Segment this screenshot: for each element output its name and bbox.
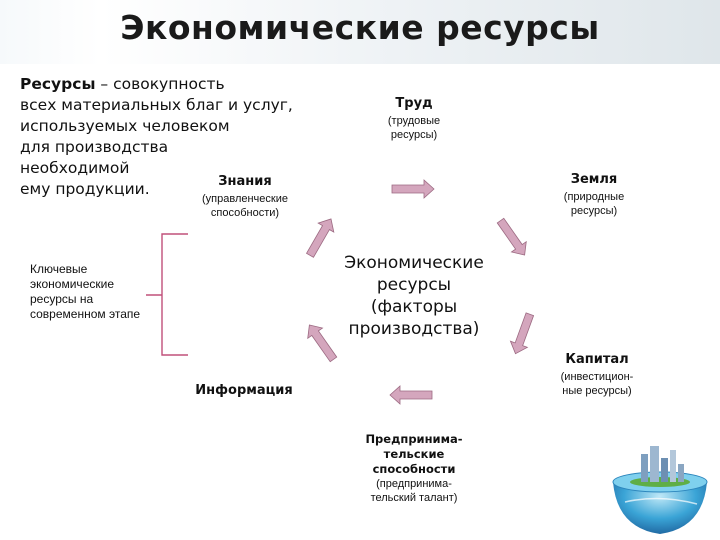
node-title-line: Предпринима- bbox=[365, 432, 463, 446]
node-subtitle: (инвестицион- ные ресурсы) bbox=[542, 370, 652, 398]
key-resources-label: Ключевые экономические ресурсы на соврем… bbox=[30, 262, 160, 322]
node-entrepreneurship: Предпринима- тельские способности (предп… bbox=[352, 432, 476, 505]
cycle-arrow bbox=[496, 217, 527, 256]
node-subtitle: (предпринима- тельский талант) bbox=[352, 477, 476, 505]
definition-line: необходимой bbox=[20, 159, 130, 177]
node-subtitle-line: (управленческие bbox=[202, 193, 288, 205]
key-label-line: ресурсы на bbox=[30, 292, 94, 306]
node-subtitle-line: (предпринима- bbox=[376, 478, 452, 490]
definition-term: Ресурсы bbox=[20, 75, 96, 93]
node-subtitle-line: способности) bbox=[210, 207, 280, 219]
key-label-line: современном этапе bbox=[30, 307, 141, 321]
key-bracket bbox=[146, 233, 188, 356]
node-title: Знания bbox=[218, 174, 272, 189]
node-subtitle: (трудовые ресурсы) bbox=[366, 114, 462, 142]
center-label: Экономические ресурсы (факторы производс… bbox=[330, 252, 498, 340]
node-subtitle-line: ресурсы) bbox=[570, 205, 618, 217]
node-subtitle-line: ресурсы) bbox=[390, 129, 438, 141]
node-subtitle: (управленческие способности) bbox=[186, 192, 304, 220]
node-subtitle-line: ные ресурсы) bbox=[562, 385, 632, 397]
node-labor: Труд (трудовые ресурсы) bbox=[366, 96, 462, 142]
globe-city-icon bbox=[612, 446, 708, 534]
cycle-background-circle bbox=[268, 64, 564, 540]
node-capital: Капитал (инвестицион- ные ресурсы) bbox=[542, 352, 652, 398]
node-subtitle-line: (природные bbox=[563, 191, 625, 203]
center-label-line: Экономические bbox=[344, 253, 484, 273]
cycle-arrow bbox=[305, 218, 335, 258]
definition-line: ему продукции. bbox=[20, 180, 150, 198]
node-title-line: тельские bbox=[383, 447, 445, 461]
node-knowledge: Знания (управленческие способности) bbox=[186, 174, 304, 220]
slide-title: Экономические ресурсы bbox=[120, 8, 600, 47]
cycle-arrow bbox=[307, 324, 338, 363]
center-label-line: (факторы bbox=[370, 297, 458, 317]
title-bar bbox=[0, 0, 720, 64]
node-title-line: способности bbox=[372, 462, 456, 476]
key-label-line: экономические bbox=[30, 277, 114, 291]
node-subtitle: (природные ресурсы) bbox=[542, 190, 646, 218]
node-title: Труд bbox=[395, 96, 433, 111]
cycle-arrow bbox=[389, 385, 433, 405]
node-land: Земля (природные ресурсы) bbox=[542, 172, 646, 218]
center-label-line: производства) bbox=[348, 319, 480, 339]
node-title: Земля bbox=[570, 172, 618, 187]
key-label-line: Ключевые bbox=[30, 262, 88, 276]
node-subtitle-line: (трудовые bbox=[387, 115, 441, 127]
resource-definition: Ресурсы – совокупность всех материальных… bbox=[20, 74, 320, 200]
definition-line: используемых человеком bbox=[20, 117, 230, 135]
cycle-arrow bbox=[509, 312, 535, 355]
definition-line: для производства bbox=[20, 138, 169, 156]
center-label-line: ресурсы bbox=[376, 275, 452, 295]
node-subtitle-line: тельский талант) bbox=[370, 492, 458, 504]
definition-line: – совокупность bbox=[95, 75, 225, 93]
node-title: Капитал bbox=[565, 352, 629, 367]
definition-line: всех материальных благ и услуг, bbox=[20, 96, 293, 114]
node-title: Предпринима- тельские способности bbox=[352, 432, 476, 477]
node-title: Информация bbox=[195, 383, 293, 398]
node-information: Информация bbox=[186, 383, 302, 398]
node-subtitle-line: (инвестицион- bbox=[560, 371, 634, 383]
cycle-arrow bbox=[391, 179, 435, 199]
